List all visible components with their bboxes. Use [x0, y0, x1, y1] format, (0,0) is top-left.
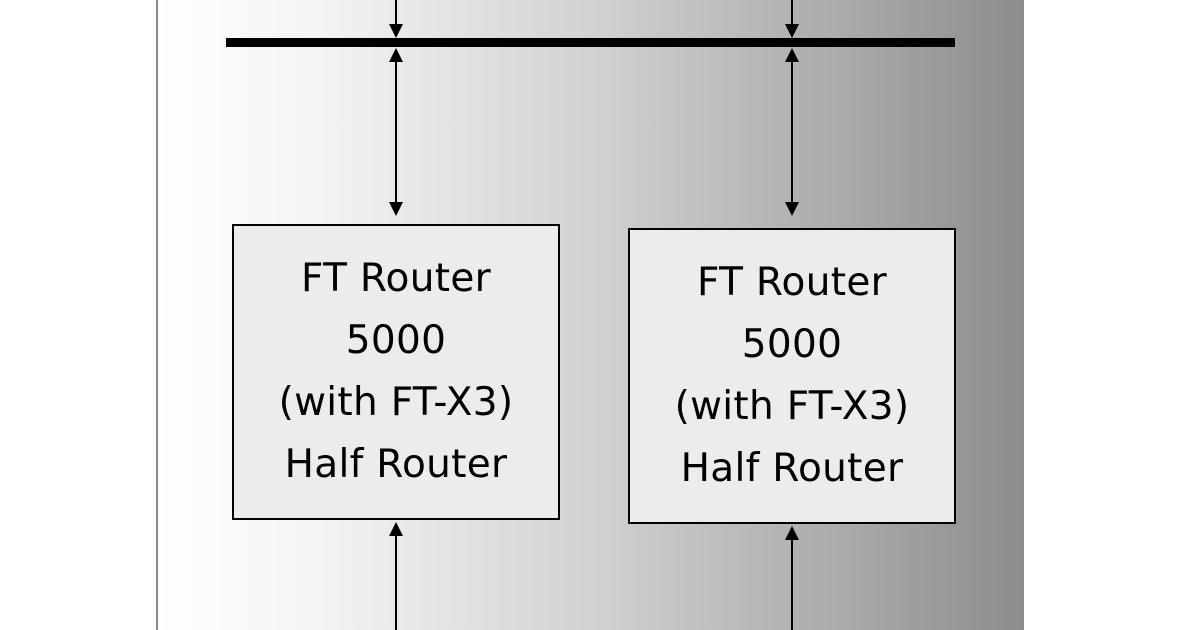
router-label-line: FT Router [301, 256, 491, 301]
router-label-right: FT Router 5000 (with FT-X3) Half Router [675, 252, 910, 500]
router-label-line: (with FT-X3) [674, 384, 910, 429]
router-box-left: FT Router 5000 (with FT-X3) Half Router [232, 224, 560, 520]
router-box-right: FT Router 5000 (with FT-X3) Half Router [628, 228, 956, 524]
router-label-line: 5000 [345, 318, 447, 363]
router-label-line: 5000 [741, 322, 843, 367]
router-label-left: FT Router 5000 (with FT-X3) Half Router [279, 248, 514, 496]
router-label-line: FT Router [697, 260, 887, 305]
bus-bar [226, 38, 955, 47]
router-label-line: (with FT-X3) [278, 380, 514, 425]
router-label-line: Half Router [284, 442, 508, 487]
router-label-line: Half Router [680, 446, 904, 491]
